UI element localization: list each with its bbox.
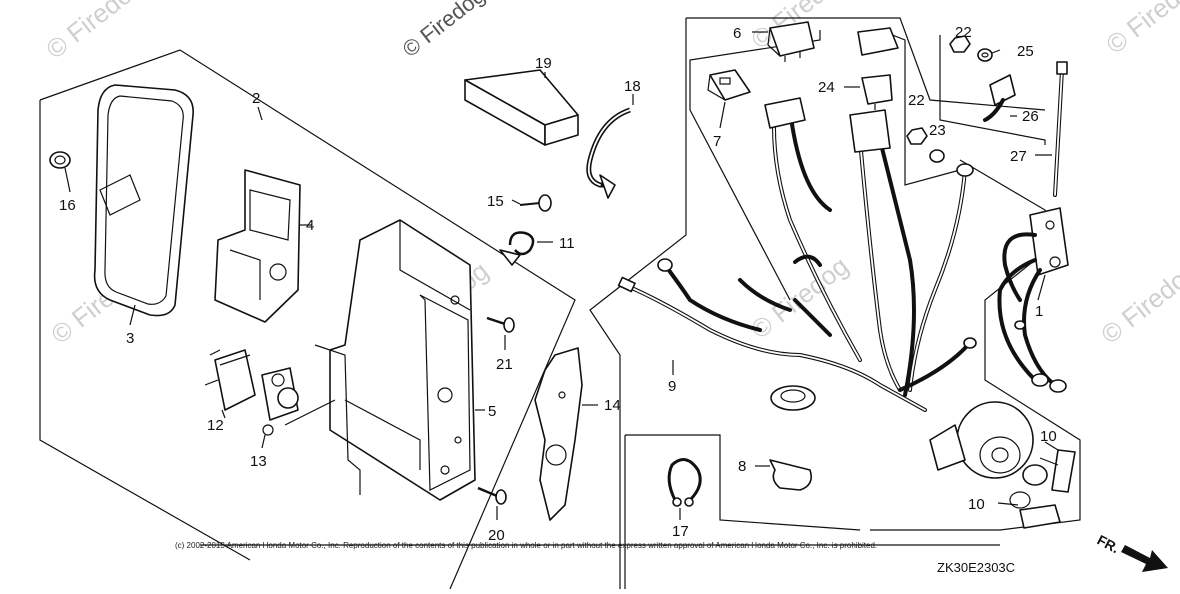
leader-lines bbox=[67, 31, 1059, 520]
part-fuse-cover bbox=[857, 27, 899, 56]
callout-9: 9 bbox=[668, 378, 676, 395]
frame-clip-17 bbox=[625, 434, 861, 531]
part-screw-15 bbox=[519, 194, 552, 212]
callout-27: 27 bbox=[1010, 148, 1027, 165]
diagram-code: ZK30E2303C bbox=[937, 560, 1015, 575]
callout-16: 16 bbox=[59, 197, 76, 214]
frame-harness bbox=[589, 18, 687, 589]
callout-10b: 10 bbox=[968, 496, 985, 513]
front-label: FR. bbox=[1095, 532, 1122, 557]
callout-25: 25 bbox=[1017, 43, 1034, 60]
callout-10a: 10 bbox=[1040, 428, 1057, 445]
group-frames bbox=[39, 17, 1081, 590]
part-harness-9 bbox=[623, 103, 970, 412]
frame-control-box bbox=[39, 49, 576, 590]
part-grommet-16 bbox=[49, 151, 71, 183]
part-fuse-24 bbox=[861, 74, 893, 110]
part-wire-27 bbox=[1053, 61, 1068, 197]
part-cover bbox=[93, 84, 194, 317]
part-key-10a bbox=[1039, 449, 1076, 493]
watermark: © Firedog bbox=[1100, 0, 1180, 60]
part-washer-23 bbox=[929, 149, 945, 163]
frame-control-box-left bbox=[39, 100, 251, 561]
callout-11: 11 bbox=[559, 235, 575, 252]
frame-harness-top bbox=[686, 17, 1046, 111]
frame-fuse-group bbox=[689, 30, 821, 301]
callout-1: 1 bbox=[1035, 303, 1043, 320]
callout-24: 24 bbox=[818, 79, 835, 96]
part-breaker-13 bbox=[261, 367, 299, 436]
part-connector-7 bbox=[707, 69, 751, 101]
part-screw-21 bbox=[486, 316, 515, 333]
part-grommet bbox=[770, 385, 816, 411]
callout-21: 21 bbox=[496, 356, 513, 373]
callout-26: 26 bbox=[1022, 108, 1039, 125]
watermark: © Firedog bbox=[1095, 256, 1180, 350]
callout-7: 7 bbox=[713, 133, 721, 150]
callout-20: 20 bbox=[488, 527, 505, 544]
watermark: © Firedog bbox=[398, 0, 490, 62]
callout-12: 12 bbox=[207, 417, 224, 434]
callout-3: 3 bbox=[126, 330, 134, 347]
part-clamp-8 bbox=[769, 459, 813, 491]
callouts: 2 3 4 5 16 12 13 21 20 19 18 15 11 14 6 … bbox=[59, 24, 1057, 544]
part-pad-19 bbox=[464, 69, 579, 146]
callout-5: 5 bbox=[488, 403, 496, 420]
callout-14: 14 bbox=[604, 397, 621, 414]
part-relay-6 bbox=[767, 21, 815, 62]
watermark: © Firedog bbox=[40, 0, 149, 65]
part-ignition-switch bbox=[929, 401, 1034, 479]
callout-23: 23 bbox=[929, 122, 946, 139]
part-switch-12 bbox=[204, 349, 256, 411]
part-bracket-4 bbox=[214, 169, 312, 323]
part-control-box-5 bbox=[284, 219, 485, 501]
callout-22a: 22 bbox=[955, 24, 972, 41]
callout-15: 15 bbox=[487, 193, 504, 210]
callout-18: 18 bbox=[624, 78, 641, 95]
watermarks: © Firedog © Firedog © Firedog © Firedog … bbox=[40, 0, 1180, 350]
part-washer-25 bbox=[977, 48, 993, 62]
part-terminal-26 bbox=[983, 74, 1016, 122]
part-clip-17 bbox=[667, 458, 702, 507]
arrow-icon bbox=[1121, 545, 1168, 572]
part-clip-11 bbox=[499, 231, 535, 266]
part-nut-22a bbox=[949, 35, 971, 53]
front-direction-arrow: FR. bbox=[1095, 532, 1168, 572]
part-nut-22b bbox=[906, 127, 928, 145]
copyright-notice: (c) 2002-2013 American Honda Motor Co., … bbox=[175, 541, 877, 550]
part-plate-14 bbox=[534, 347, 598, 521]
callout-2: 2 bbox=[252, 90, 260, 107]
part-key-10b bbox=[1009, 491, 1061, 529]
part-key-ring bbox=[1022, 464, 1048, 486]
callout-13: 13 bbox=[250, 453, 267, 470]
part-band-18 bbox=[586, 107, 631, 199]
callout-22b: 22 bbox=[908, 92, 925, 109]
harness-connectors bbox=[617, 97, 977, 349]
callout-17: 17 bbox=[672, 523, 689, 540]
callout-8: 8 bbox=[738, 458, 746, 475]
part-screw-20 bbox=[477, 486, 507, 505]
part-switch-1 bbox=[997, 207, 1069, 393]
callout-4: 4 bbox=[306, 217, 314, 234]
callout-6: 6 bbox=[733, 25, 741, 42]
callout-19: 19 bbox=[535, 55, 552, 72]
frame-wire-26 bbox=[939, 35, 1046, 145]
